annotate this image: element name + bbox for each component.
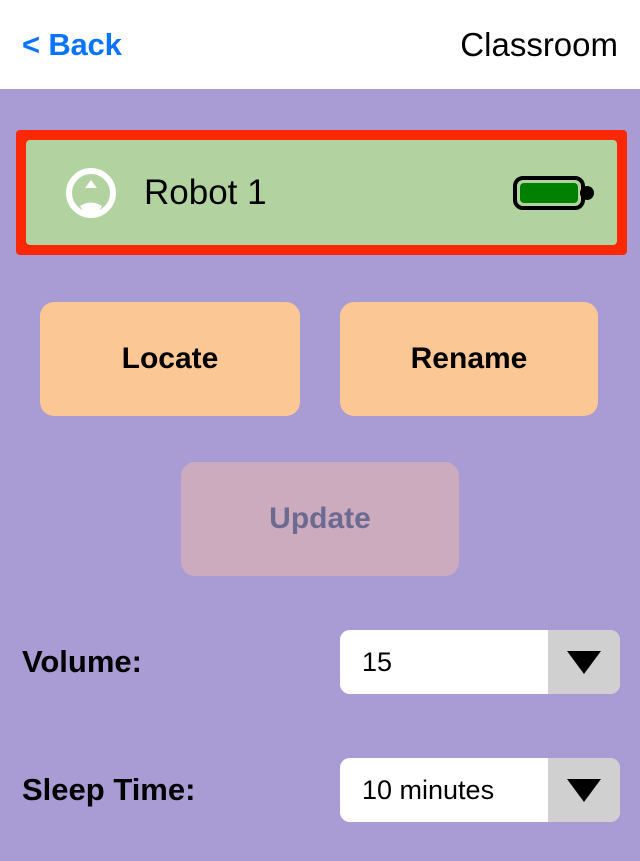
robot-head-icon [64, 166, 118, 220]
robot-card-selected[interactable]: Robot 1 [16, 130, 627, 255]
sleep-time-select-value[interactable]: 10 minutes [340, 758, 548, 822]
back-button[interactable]: < Back [22, 26, 122, 62]
sleep-time-setting-row: Sleep Time: 10 minutes [0, 758, 640, 822]
sleep-time-select[interactable]: 10 minutes [340, 758, 620, 822]
volume-label: Volume: [22, 644, 142, 679]
rename-button[interactable]: Rename [340, 302, 598, 416]
locate-button[interactable]: Locate [40, 302, 300, 416]
update-button: Update [181, 462, 459, 576]
robot-name-label: Robot 1 [144, 172, 267, 212]
volume-select-value[interactable]: 15 [340, 630, 548, 694]
chevron-down-icon [567, 778, 601, 802]
chevron-down-icon [567, 650, 601, 674]
volume-select[interactable]: 15 [340, 630, 620, 694]
volume-setting-row: Volume: 15 [0, 630, 640, 694]
volume-select-arrow-button[interactable] [548, 630, 620, 694]
sleep-time-label: Sleep Time: [22, 772, 196, 807]
sleep-time-select-arrow-button[interactable] [548, 758, 620, 822]
robot-card[interactable]: Robot 1 [26, 140, 617, 245]
navigation-bar: < Back Classroom [0, 0, 640, 89]
battery-full-icon [513, 175, 595, 210]
page-title: Classroom [460, 25, 618, 63]
